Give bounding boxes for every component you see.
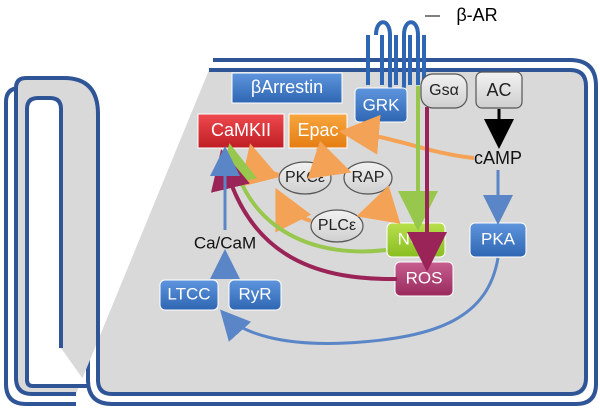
- epac-to-rap-arrow: [307, 140, 352, 179]
- rap-to-plc-arrow: [356, 185, 401, 224]
- nos-node: NOS: [386, 222, 446, 258]
- beta-arrestin-label: βArrestin: [251, 77, 323, 97]
- t-tubule: [25, 96, 88, 388]
- beta-arrestin-node: βArrestin: [231, 72, 343, 104]
- ltcc-label: LTCC: [167, 284, 210, 303]
- ac-label: AC: [486, 80, 511, 100]
- camp-label: cAMP: [474, 148, 522, 168]
- ros-node: ROS: [394, 261, 454, 297]
- grk-label: GRK: [363, 95, 401, 114]
- rap-label: RAP: [352, 169, 385, 186]
- plc-epsilon-label: PLCε: [318, 217, 356, 234]
- ltcc-node: LTCC: [159, 279, 219, 311]
- pka-label: PKA: [481, 229, 516, 248]
- gs-alpha-node: Gsα: [420, 73, 468, 109]
- ca-cam-label: Ca/CaM: [194, 233, 256, 252]
- ryr-node: RyR: [228, 279, 282, 311]
- camp-to-epac-arrow: [339, 114, 475, 160]
- ros-to-camkii-arrow: [210, 149, 398, 282]
- camkii-node: CaMKII: [197, 113, 285, 149]
- beta-ar-receptor: β-AR: [366, 5, 498, 99]
- epac-node: Epac: [288, 113, 348, 149]
- camkii-label: CaMKII: [211, 120, 271, 140]
- epac-label: Epac: [297, 120, 338, 140]
- ryr-label: RyR: [238, 284, 271, 303]
- plc-to-pkc-arrow: [275, 187, 312, 233]
- pka-node: PKA: [469, 222, 527, 258]
- receptor-label: β-AR: [456, 5, 497, 25]
- ros-label: ROS: [406, 268, 443, 287]
- pka-to-ltcc-arrow: [219, 257, 500, 345]
- grk-node: GRK: [354, 87, 408, 123]
- gs-alpha-label: Gsα: [429, 82, 459, 99]
- pkc-epsilon-label: PKCε: [285, 169, 325, 186]
- ac-node: AC: [475, 71, 523, 109]
